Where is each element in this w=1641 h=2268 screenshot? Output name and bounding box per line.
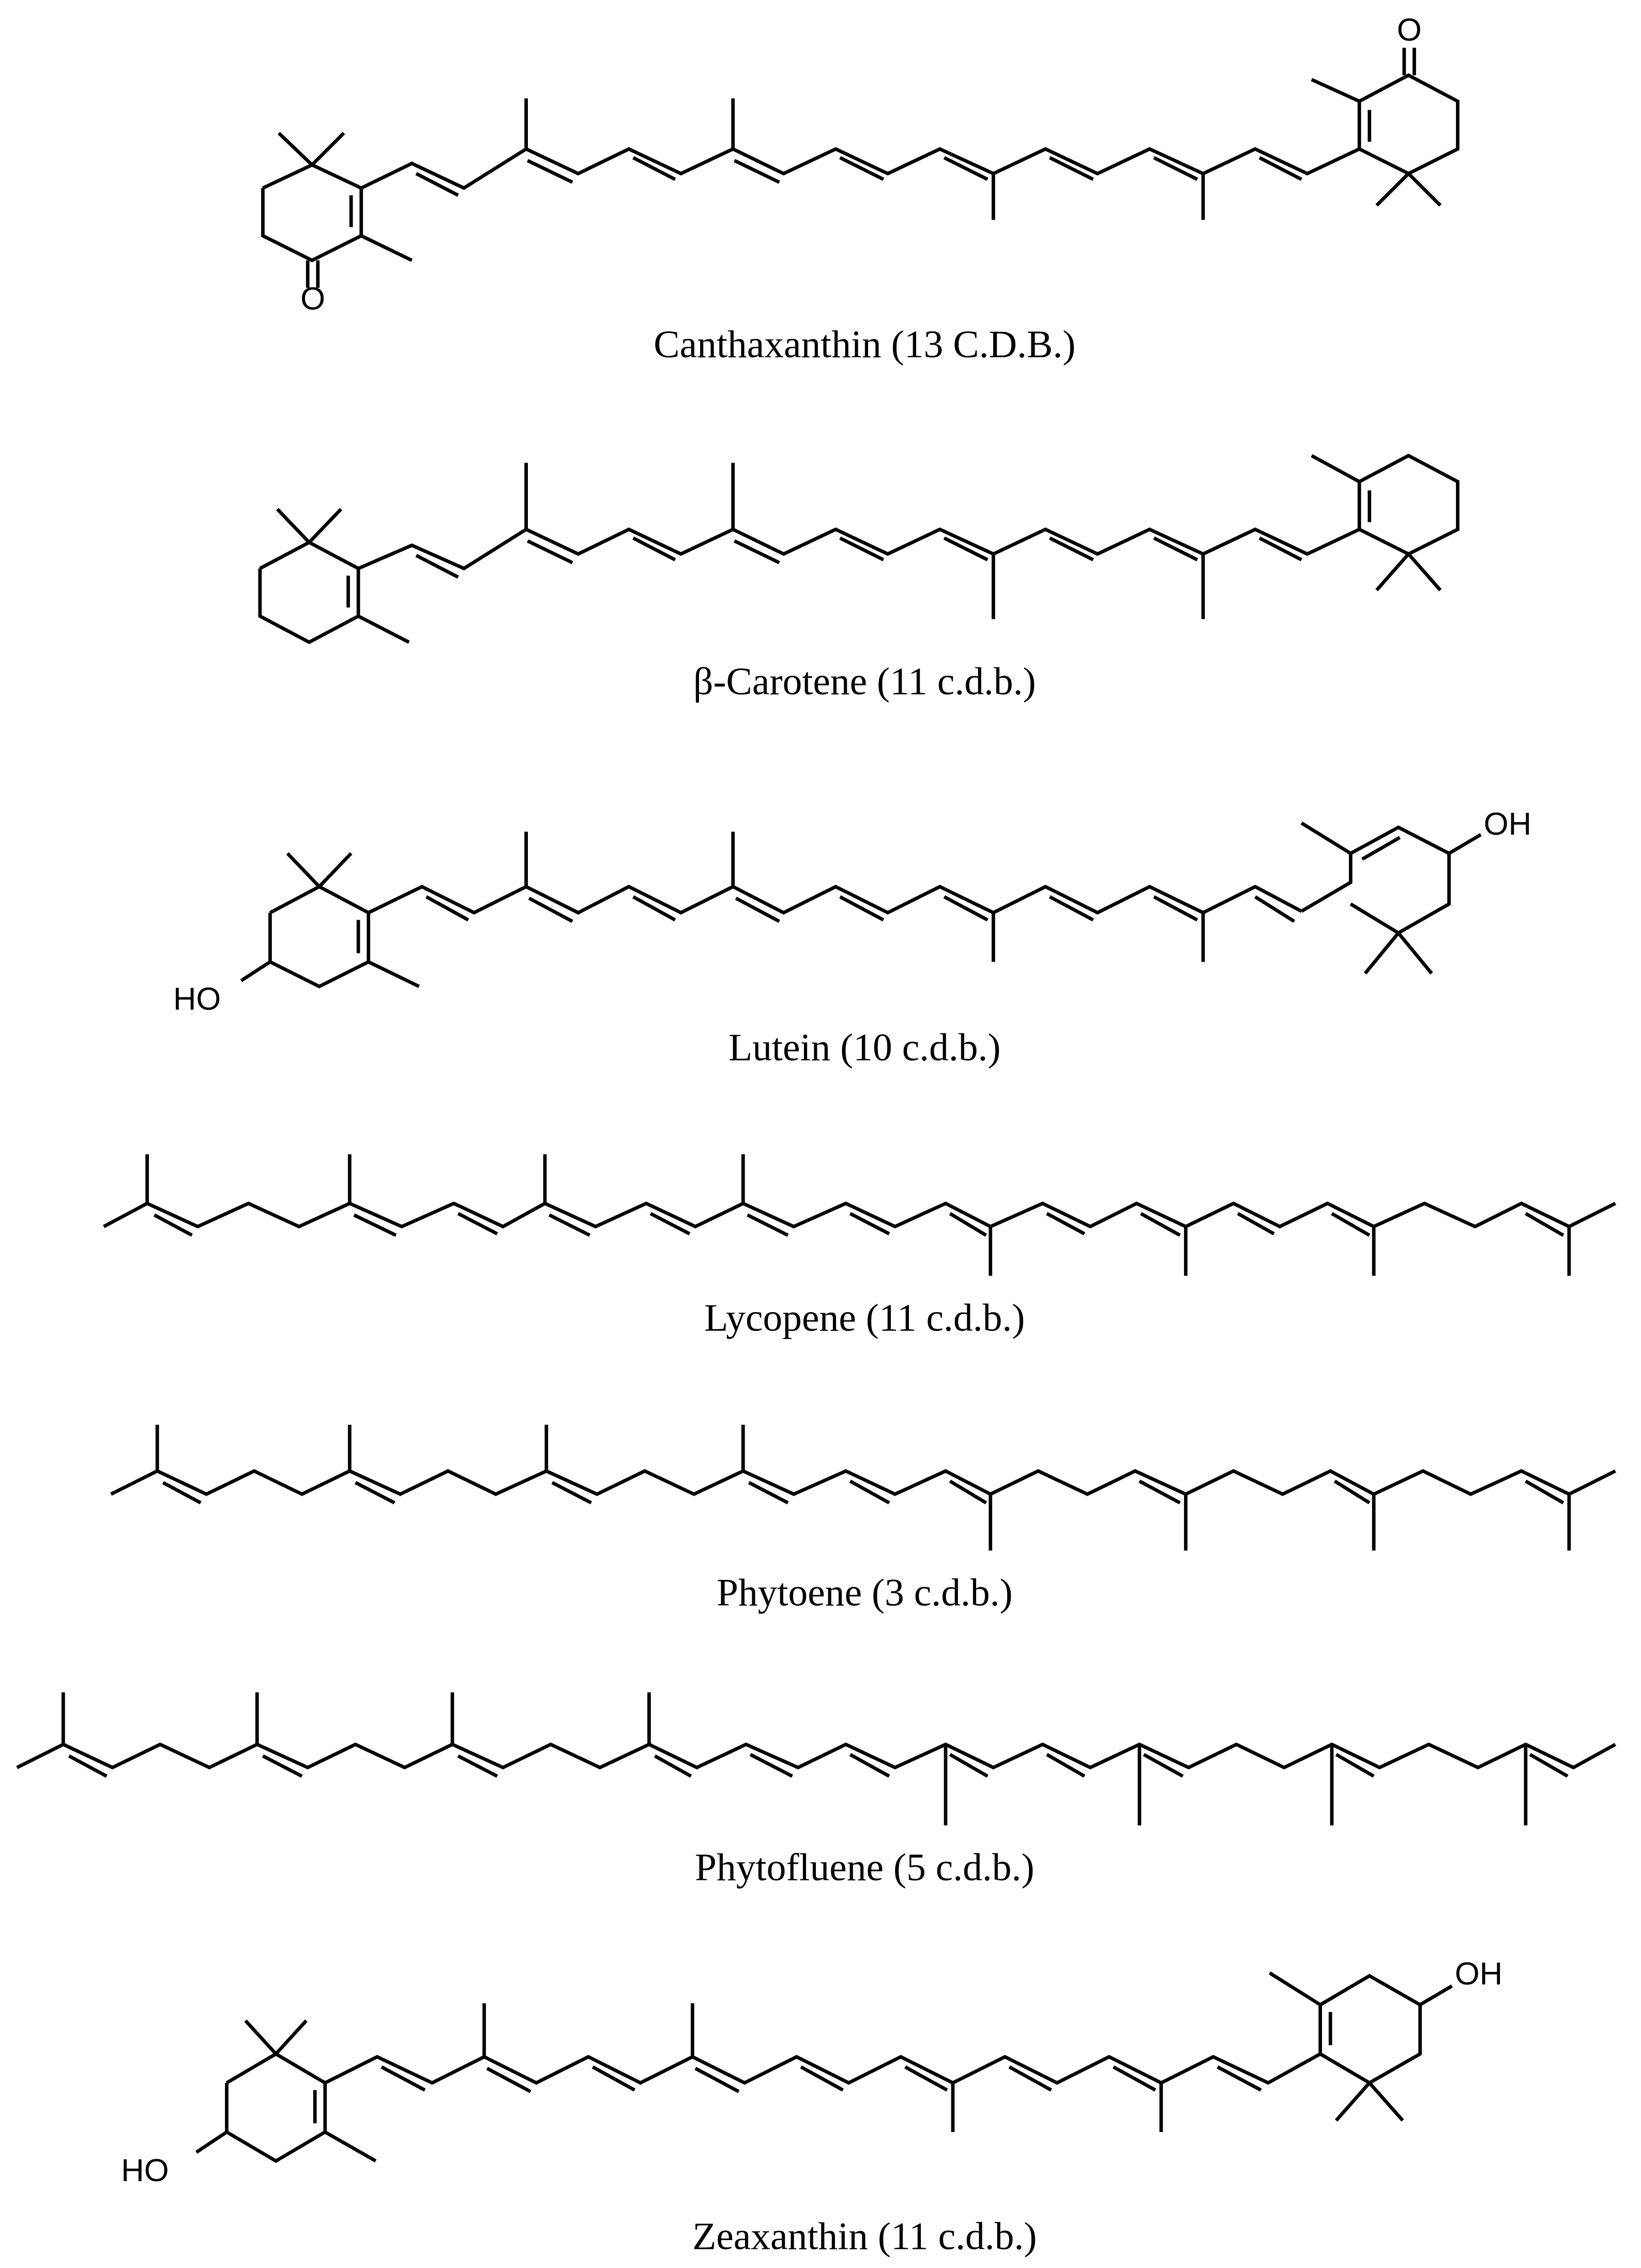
lycopene-structure	[103, 1154, 1616, 1276]
oxygen-label: O	[300, 281, 325, 317]
molecule-lycopene: Lycopene (11 c.d.b.)	[103, 1154, 1616, 1340]
caption-canthaxanthin: Canthaxanthin (13 C.D.B.)	[654, 323, 1075, 366]
zeaxanthin-structure	[195, 1971, 1453, 2163]
phytofluene-structure	[16, 1692, 1617, 1825]
hydroxyl-label: OH	[1455, 1956, 1502, 1992]
molecule-beta-carotene: β-Carotene (11 c.d.b.)	[258, 453, 1460, 703]
canthaxanthin-structure	[261, 48, 1460, 288]
hydroxyl-label: HO	[121, 2153, 169, 2188]
lutein-structure	[240, 821, 1482, 988]
caption-lutein: Lutein (10 c.d.b.)	[728, 1026, 1000, 1069]
oxygen-label: O	[1397, 12, 1422, 48]
molecule-canthaxanthin: O O Canthaxanthin (13 C.D.B.)	[261, 12, 1460, 366]
molecule-zeaxanthin: HO OH Zeaxanthin (11 c.d.b.)	[121, 1956, 1502, 2258]
hydroxyl-label: HO	[173, 981, 221, 1017]
phytoene-structure	[110, 1424, 1616, 1551]
beta-carotene-structure	[258, 453, 1460, 645]
caption-beta-carotene: β-Carotene (11 c.d.b.)	[693, 660, 1036, 703]
molecule-phytoene: Phytoene (3 c.d.b.)	[110, 1424, 1616, 1615]
caption-lycopene: Lycopene (11 c.d.b.)	[704, 1297, 1025, 1340]
molecule-phytofluene: Phytofluene (5 c.d.b.)	[16, 1692, 1617, 1889]
caption-phytofluene: Phytofluene (5 c.d.b.)	[695, 1846, 1035, 1889]
caption-zeaxanthin: Zeaxanthin (11 c.d.b.)	[692, 2215, 1037, 2258]
caption-phytoene: Phytoene (3 c.d.b.)	[717, 1572, 1013, 1615]
hydroxyl-label: OH	[1484, 806, 1531, 842]
molecule-lutein: HO OH Lutein (10 c.d.b.)	[173, 806, 1531, 1069]
